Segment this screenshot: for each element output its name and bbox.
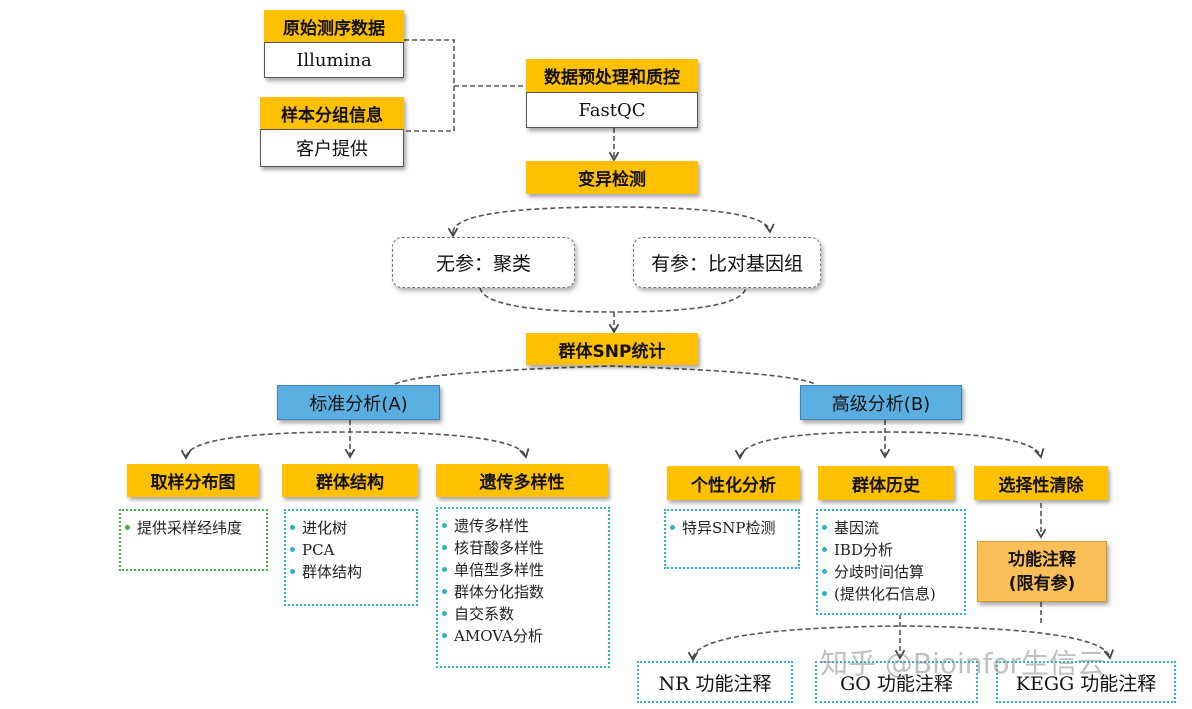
genetic-diversity-header: 遗传多样性	[436, 464, 608, 497]
preprocess-value: FastQC	[526, 92, 698, 128]
list-item: 基因流	[822, 517, 958, 539]
list-item: 自交系数	[442, 603, 602, 625]
selective-sweep-header: 选择性清除	[974, 466, 1108, 500]
list-item: (提供化石信息)	[822, 583, 958, 605]
population-history-header: 群体历史	[818, 466, 954, 500]
raw-data-value: Illumina	[264, 42, 404, 78]
list-item: 分歧时间估算	[822, 561, 958, 583]
variant-detection: 变异检测	[526, 161, 698, 194]
ref-alignment: 有参：比对基因组	[633, 237, 821, 288]
genetic-diversity-list: 遗传多样性 核苷酸多样性 单倍型多样性 群体分化指数 自交系数 AMOVA分析	[436, 507, 610, 668]
list-item: 核苷酸多样性	[442, 537, 602, 559]
list-item: 提供采样经纬度	[125, 517, 260, 539]
personalized-analysis-header: 个性化分析	[667, 466, 800, 500]
list-item: 遗传多样性	[442, 515, 602, 537]
list-item: PCA	[290, 539, 410, 561]
list-item: 单倍型多样性	[442, 559, 602, 581]
function-annotation: 功能注释 (限有参)	[977, 541, 1107, 602]
population-structure-header: 群体结构	[282, 464, 418, 497]
function-annotation-title: 功能注释	[1008, 549, 1076, 570]
population-history-list: 基因流 IBD分析 分歧时间估算 (提供化石信息)	[816, 509, 966, 615]
nr-annotation: NR 功能注释	[637, 661, 793, 703]
population-structure-list: 进化树 PCA 群体结构	[284, 509, 418, 606]
personalized-analysis-list: 特异SNP检测	[664, 509, 800, 569]
advanced-analysis: 高级分析(B)	[800, 385, 962, 420]
list-item: IBD分析	[822, 539, 958, 561]
list-item: 进化树	[290, 517, 410, 539]
standard-analysis: 标准分析(A)	[277, 385, 440, 420]
raw-data-header: 原始测序数据	[264, 10, 404, 42]
sample-group-header: 样本分组信息	[260, 97, 404, 129]
list-item: 群体结构	[290, 561, 410, 583]
sample-group-value: 客户提供	[260, 129, 404, 167]
list-item: 群体分化指数	[442, 581, 602, 603]
sampling-map-list: 提供采样经纬度	[119, 509, 268, 571]
kegg-annotation: KEGG 功能注释	[996, 661, 1176, 703]
function-annotation-note: (限有参)	[1008, 573, 1076, 594]
list-item: 特异SNP检测	[670, 517, 792, 539]
no-ref-clustering: 无参：聚类	[392, 237, 575, 288]
watermark: 知乎 @Bioinfor生信云	[820, 647, 1106, 680]
snp-stats: 群体SNP统计	[526, 333, 698, 365]
preprocess-header: 数据预处理和质控	[526, 59, 698, 92]
go-annotation: GO 功能注释	[815, 661, 978, 703]
list-item: AMOVA分析	[442, 625, 602, 647]
sampling-map-header: 取样分布图	[127, 464, 259, 497]
